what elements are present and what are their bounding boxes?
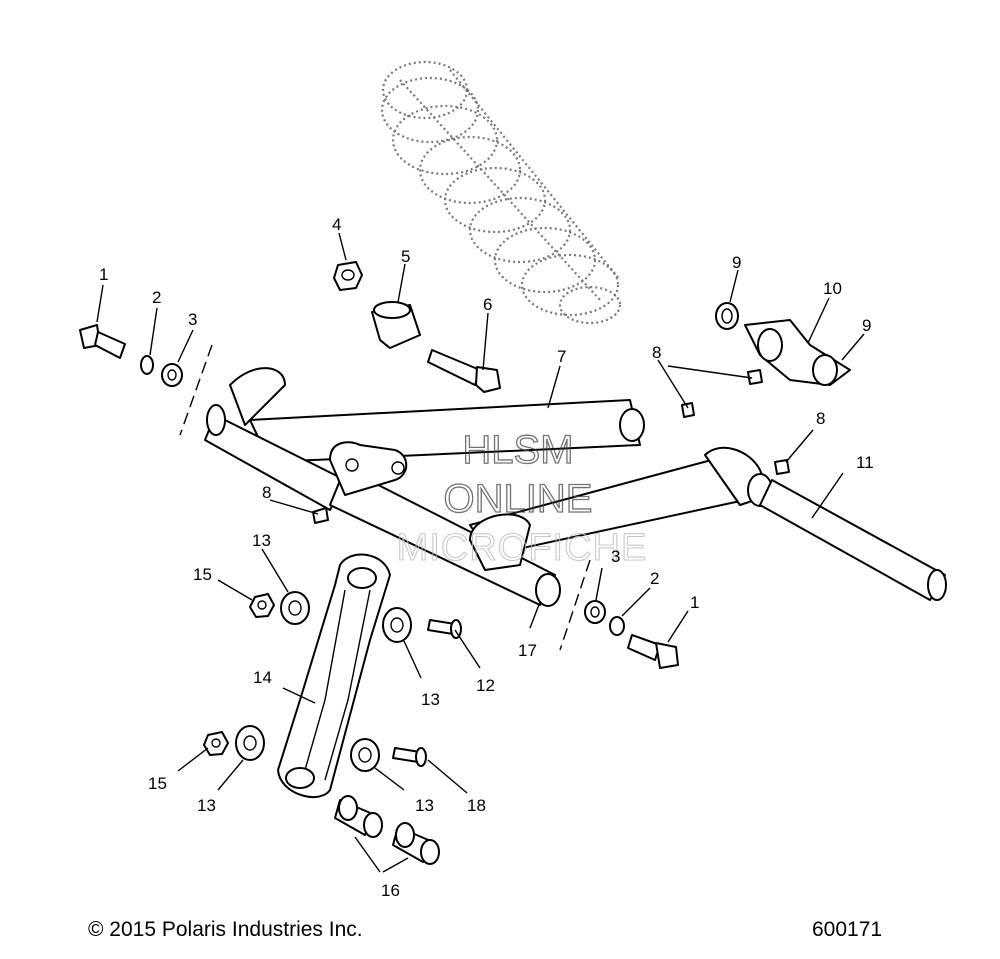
shock-spring-reference <box>380 60 622 325</box>
sleeve-left[interactable] <box>334 795 383 838</box>
callout-3: 3 <box>188 310 197 329</box>
callout-17: 17 <box>518 641 537 660</box>
callout-16: 16 <box>381 881 400 900</box>
callout-15: 15 <box>148 774 167 793</box>
grease-fitting-2[interactable] <box>747 369 763 385</box>
flat-washer-right[interactable] <box>584 600 606 624</box>
pin-lower[interactable] <box>392 747 427 767</box>
leader-lines <box>96 232 865 873</box>
callout-13: 13 <box>421 690 440 709</box>
pivot-tube[interactable] <box>759 479 947 601</box>
callout-2: 2 <box>650 569 659 588</box>
figure-number: 600171 <box>812 918 883 941</box>
callout-9: 9 <box>862 316 871 335</box>
bolt-left[interactable] <box>79 324 126 359</box>
callout-labels: 1 2 3 4 5 6 7 8 8 8 9 10 9 11 13 15 14 1… <box>99 215 874 900</box>
callout-13: 13 <box>252 531 271 550</box>
grease-fitting-4[interactable] <box>312 507 329 524</box>
callout-12: 12 <box>476 676 495 695</box>
nut-upper[interactable] <box>249 593 275 618</box>
callout-13: 13 <box>197 796 216 815</box>
watermark-line-1: HLSM <box>462 428 573 472</box>
bushing-upper-right[interactable] <box>382 607 412 643</box>
grease-fitting-1[interactable] <box>681 402 695 418</box>
watermark-line-3: MICROFICHE <box>397 527 648 569</box>
callout-9: 9 <box>732 253 741 272</box>
callout-1: 1 <box>99 265 108 284</box>
torque-link[interactable] <box>277 553 391 799</box>
callout-1: 1 <box>690 593 699 612</box>
callout-6: 6 <box>483 295 492 314</box>
nut-lower[interactable] <box>203 731 229 756</box>
callout-5: 5 <box>401 247 410 266</box>
callout-13: 13 <box>415 796 434 815</box>
grease-fitting-3[interactable] <box>774 459 790 475</box>
callout-15: 15 <box>193 565 212 584</box>
callout-2: 2 <box>152 288 161 307</box>
callout-14: 14 <box>253 668 272 687</box>
shock-bolt[interactable] <box>427 349 501 393</box>
bushing-upper-left[interactable] <box>280 591 310 625</box>
flat-washer-left[interactable] <box>161 363 183 387</box>
callout-18: 18 <box>467 796 486 815</box>
callout-4: 4 <box>332 215 341 234</box>
nut-top[interactable] <box>333 261 363 291</box>
watermark: HLSM ONLINE MICROFICHE <box>396 427 648 569</box>
callout-10: 10 <box>823 279 842 298</box>
bushing-lower-left[interactable] <box>235 725 265 761</box>
callout-7: 7 <box>557 347 566 366</box>
washer-left[interactable] <box>140 355 154 375</box>
bushing-lower-right[interactable] <box>350 738 380 772</box>
pin-upper[interactable] <box>427 619 462 639</box>
callout-11: 11 <box>856 453 874 472</box>
callout-8: 8 <box>816 409 825 428</box>
shock-bushing[interactable] <box>371 301 421 349</box>
sleeve-right[interactable] <box>392 822 440 865</box>
callout-8: 8 <box>652 343 661 362</box>
washer-right[interactable] <box>609 616 625 636</box>
watermark-line-2: ONLINE <box>444 477 593 521</box>
callout-8: 8 <box>262 483 271 502</box>
a-arm-assembly[interactable] <box>204 367 773 607</box>
copyright-notice: © 2015 Polaris Industries Inc. <box>88 918 363 941</box>
cam-bracket[interactable] <box>715 302 851 386</box>
callout-3: 3 <box>611 547 620 566</box>
bolt-right[interactable] <box>627 634 679 669</box>
